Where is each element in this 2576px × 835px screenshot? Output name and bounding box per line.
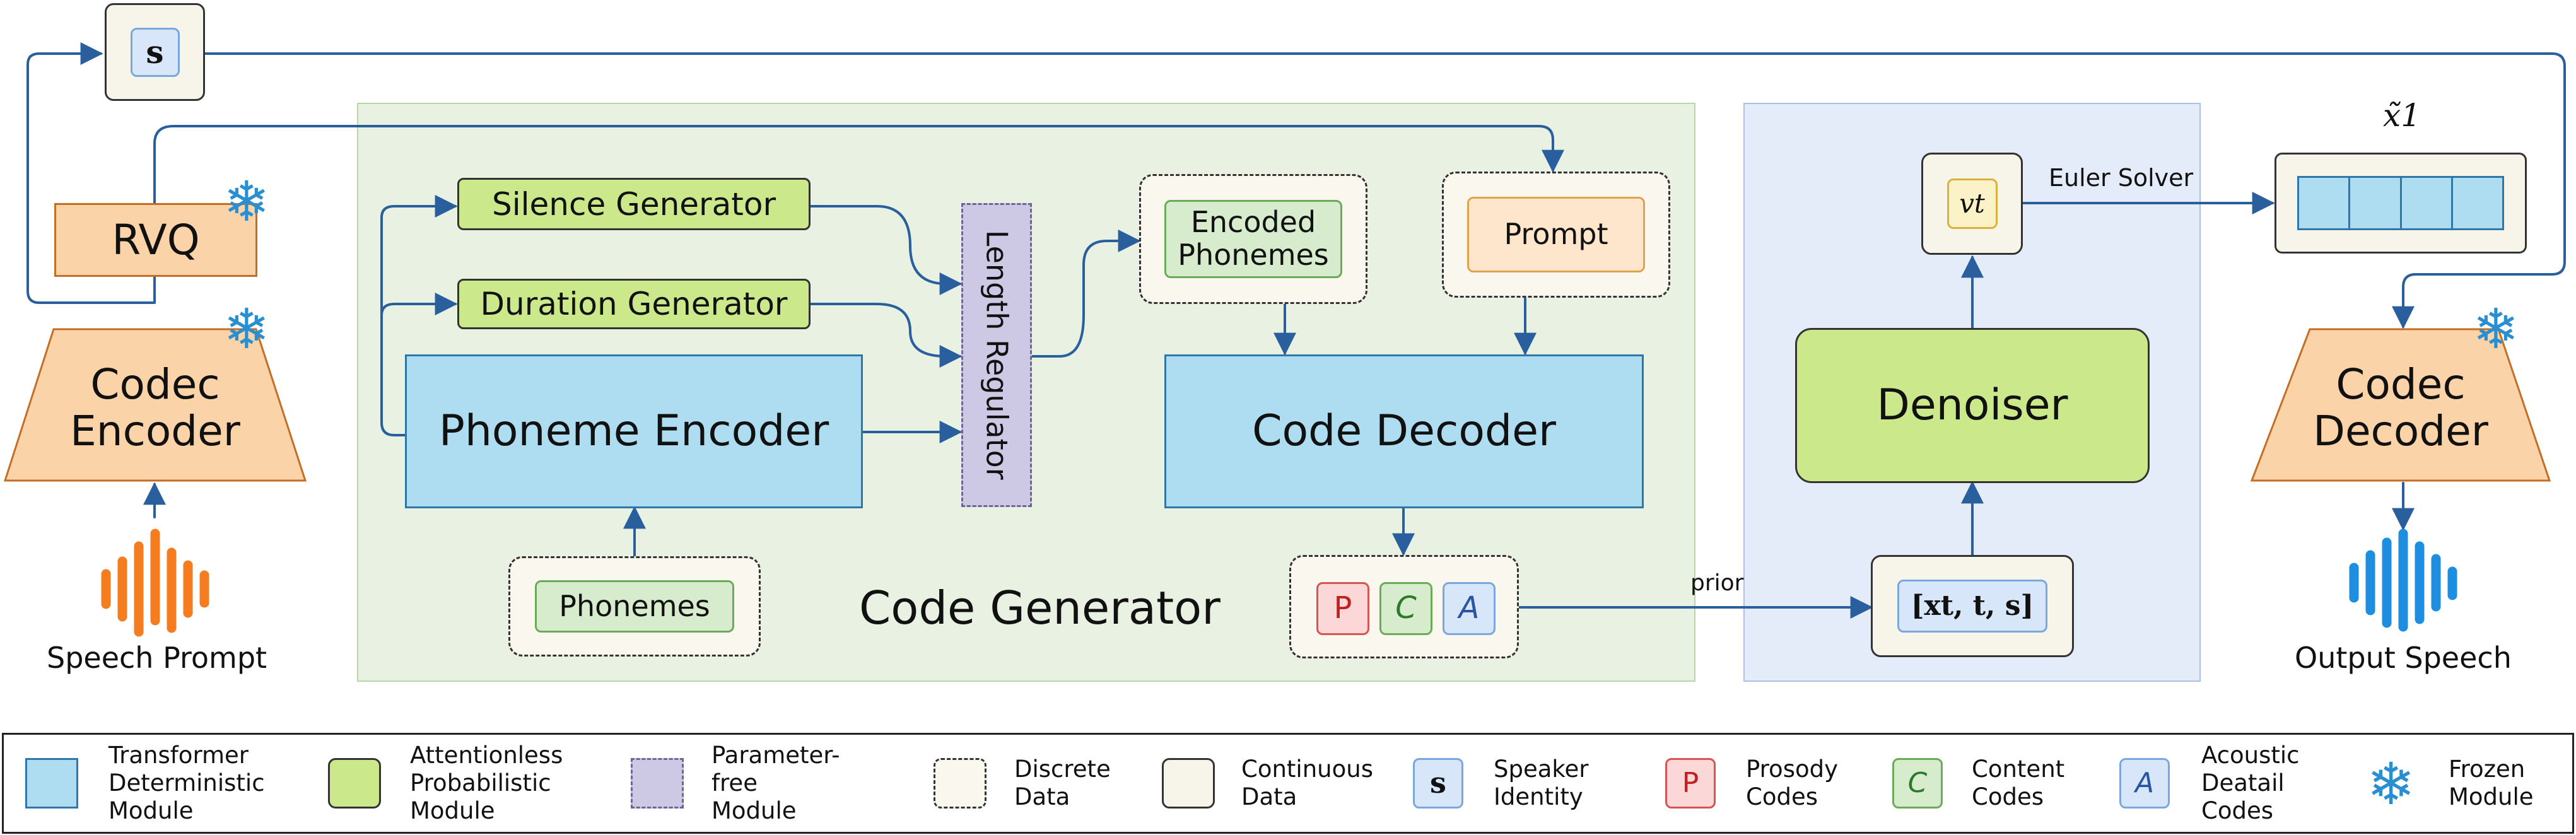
legend-label-frozen: Frozen Module: [2449, 756, 2534, 810]
legend-label-continuous: Continuous Data: [1241, 756, 1373, 810]
duration-generator-module: Duration Generator: [457, 279, 811, 329]
output-latent-label: x̃1: [2383, 97, 2421, 134]
length-regulator-module: Length Regulator: [961, 203, 1032, 507]
output-latent-box: [2274, 153, 2527, 254]
parameter-free-swatch: [631, 758, 684, 809]
prosody-swatch: P: [1665, 758, 1716, 809]
acoustic-swatch: A: [2119, 758, 2170, 809]
legend-label-content: Content Codes: [1972, 756, 2065, 810]
legend-label-acoustic: Acoustic Deatail Codes: [2201, 742, 2300, 824]
silence-generator-module: Silence Generator: [457, 178, 811, 230]
rvq-frozen-snowflake-icon: ❄: [223, 169, 270, 234]
legend-label-prosody: Prosody Codes: [1746, 756, 1838, 810]
legend-label-transformer: Transformer Deterministic Module: [108, 742, 265, 824]
phoneme-encoder-module: Phoneme Encoder: [405, 354, 863, 508]
codes-data-box: P C A: [1289, 555, 1519, 658]
code-generator-title: Code Generator: [859, 581, 1221, 634]
denoiser-input-box: [xt, t, s]: [1871, 555, 2074, 657]
codec-encoder-label: Codec Encoder: [70, 360, 240, 455]
output-latent-vector: [2297, 176, 2504, 230]
snowflake-icon: ❄: [2367, 750, 2416, 818]
legend-label-parameter-free: Parameter- free Module: [711, 742, 840, 824]
prompt-chip: Prompt: [1467, 197, 1645, 272]
transformer-swatch: [25, 758, 78, 809]
prompt-data-box: Prompt: [1442, 172, 1670, 298]
speech-prompt-label: Speech Prompt: [47, 641, 267, 675]
latent-cell: [2299, 178, 2351, 228]
encoder-frozen-snowflake-icon: ❄: [223, 296, 270, 361]
euler-solver-label: Euler Solver: [2049, 164, 2194, 192]
speaker-identity-swatch: s: [1413, 758, 1463, 809]
denoiser-input-chip: [xt, t, s]: [1897, 580, 2047, 633]
speaker-vector-chip: s: [130, 27, 180, 77]
prosody-code-chip: P: [1316, 582, 1369, 635]
phonemes-data-box: Phonemes: [508, 556, 761, 657]
velocity-chip: vt: [1947, 178, 1998, 229]
code-decoder-module: Code Decoder: [1164, 354, 1644, 508]
decoder-frozen-snowflake-icon: ❄: [2473, 296, 2519, 361]
rvq-module: RVQ: [54, 203, 257, 277]
latent-cell: [2350, 178, 2402, 228]
denoiser-module: Denoiser: [1795, 328, 2150, 483]
velocity-box: vt: [1921, 153, 2023, 255]
speaker-vector-box: s: [105, 3, 205, 101]
content-swatch: C: [1892, 758, 1943, 809]
output-speech-label: Output Speech: [2295, 641, 2512, 675]
phonemes-chip: Phonemes: [535, 580, 734, 633]
continuous-swatch: [1162, 758, 1215, 809]
acoustic-code-chip: A: [1443, 582, 1496, 635]
prior-label: prior: [1690, 570, 1744, 596]
codec-decoder-label: Codec Decoder: [2313, 360, 2488, 455]
legend-label-discrete: Discrete Data: [1014, 756, 1111, 810]
encoded-phonemes-chip: Encoded Phonemes: [1164, 200, 1342, 278]
content-code-chip: C: [1379, 582, 1432, 635]
legend-label-speaker-identity: Speaker Identity: [1494, 756, 1589, 810]
legend-label-attentionless: Attentionless Probabilistic Module: [410, 742, 563, 824]
attentionless-swatch: [328, 758, 381, 809]
latent-cell: [2402, 178, 2453, 228]
encoded-phonemes-data-box: Encoded Phonemes: [1139, 174, 1367, 304]
discrete-swatch: [934, 758, 986, 809]
